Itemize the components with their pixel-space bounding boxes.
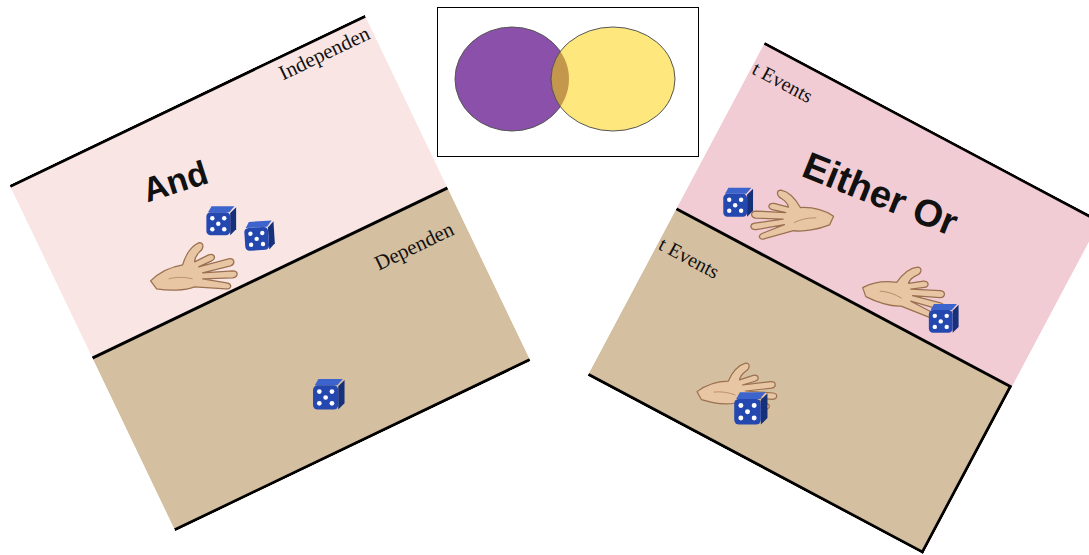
die: [244, 220, 276, 251]
band-heading: t Events: [655, 233, 723, 283]
venn-frame: [438, 8, 699, 157]
rule-label: And: [138, 154, 212, 210]
band-heading: Dependen: [371, 218, 458, 276]
die: [734, 392, 767, 424]
rule-label: Either Or: [797, 145, 963, 245]
venn-diagram: [437, 7, 699, 157]
venn-set: [551, 27, 675, 131]
venn-overlap: [551, 27, 675, 131]
